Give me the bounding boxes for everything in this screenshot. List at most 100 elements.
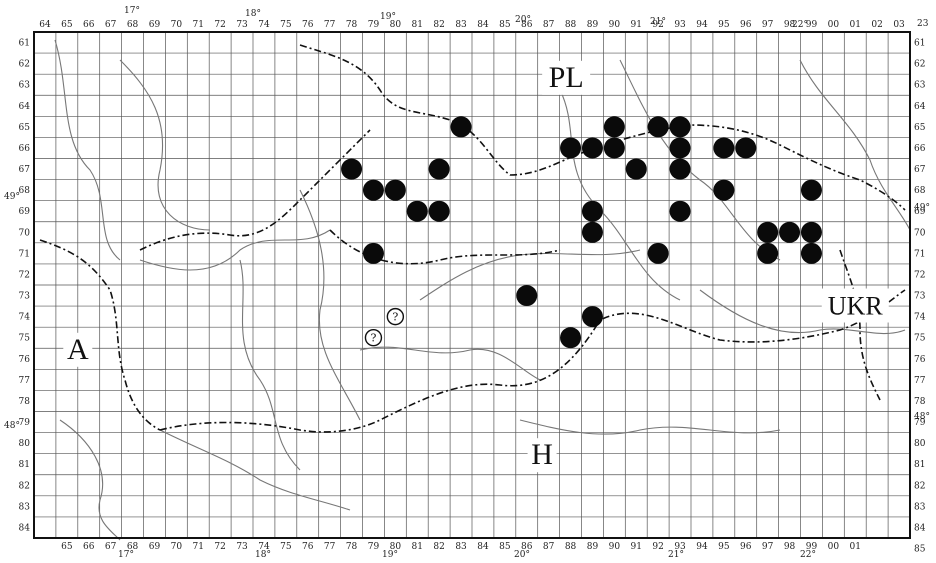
right-tick-label: 67 [914,165,926,175]
left-tick-label: 78 [19,397,31,407]
bottom-tick-label: 87 [543,542,555,552]
top-tick-label: 83 [455,20,467,30]
border-line [139,129,371,251]
left-tick-label: 76 [19,355,31,365]
top-tick-label: 64 [39,20,51,30]
left-tick-label: 73 [19,292,31,302]
bottom-tick-label: 97 [762,542,774,552]
right-tick-label: 73 [914,292,926,302]
right-tick-label: 72 [914,270,925,280]
top-tick-label: 91 [631,20,642,30]
occurrence-dot [581,137,603,159]
border-line [839,249,881,401]
left-tick-label: 79 [19,418,31,428]
top-tick-label: 02 [871,20,882,30]
occurrence-dot [341,158,363,180]
right-tick-label: 70 [914,228,926,238]
occurrence-dot [428,158,450,180]
top-tick-label: 98 [784,20,796,30]
country-label-backdrop [542,60,591,95]
bottom-tick-label: 99 [806,542,818,552]
left-tick-label: 69 [19,207,31,217]
top-tick-label: 75 [280,20,292,30]
occurrence-dot [647,242,669,264]
questionable-record-marker [364,329,383,347]
bottom-tick-label: 94 [696,542,708,552]
bottom-tick-label: 86 [521,542,533,552]
occurrence-dot [713,179,735,201]
right-tick-label: 71 [914,249,925,259]
occurrence-dot [362,242,384,264]
occurrence-dots [341,116,822,349]
right-tick-label: 84 [914,523,926,533]
top-tick-label: 67 [105,20,117,30]
top-tick-label: 79 [368,20,380,30]
country-label-h: H [531,438,553,471]
occurrence-dot [560,137,582,159]
occurrence-dot [362,179,384,201]
right-tick-label: 63 [914,81,926,91]
country-label-ukr: UKR [828,292,884,321]
top-tick-label: 92 [652,20,663,30]
top-tick-label: 87 [543,20,555,30]
right-tick-label: 85 [914,545,926,555]
border-line [159,289,906,433]
bottom-tick-label: 76 [302,542,314,552]
river-line [139,229,331,271]
bottom-tick-label: 95 [718,542,730,552]
occurrence-dot [800,179,822,201]
occurrence-dot [581,221,603,243]
country-label-backdrop [821,288,889,323]
river-line [119,59,211,231]
grid-lines [33,31,911,539]
occurrence-dot [669,137,691,159]
left-tick-label: 72 [19,270,30,280]
occurrence-dot [735,137,757,159]
country-label-pl: PL [549,61,584,94]
bottom-tick-label: 80 [390,542,402,552]
top-tick-label: 03 [893,20,905,30]
left-tick-label: 75 [19,334,31,344]
bottom-tick-label: 83 [455,542,467,552]
occurrence-dot [581,200,603,222]
occurrence-dot [669,158,691,180]
top-tick-label: 74 [258,20,270,30]
river-line [619,59,781,261]
top-tick-label: 72 [214,20,225,30]
occurrence-dot [406,200,428,222]
questionable-record-label: ? [370,332,376,345]
left-tick-label: 83 [19,502,31,512]
top-tick-label: 96 [740,20,752,30]
right-tick-label: 76 [914,355,926,365]
occurrence-dot [516,285,538,307]
degree-label-bottom-22: 22° [800,550,816,560]
right-tick-labels: 6162636465666768697071727374757677787980… [914,39,926,555]
border-line [39,239,161,431]
occurrence-dot [779,221,801,243]
occurrence-dot [581,306,603,328]
degree-label-top-18: 18° [245,9,261,19]
bottom-tick-label: 81 [412,542,423,552]
left-tick-label: 82 [19,481,30,491]
lat-label-right-49: 49° [914,203,930,213]
occurrence-dot [800,242,822,264]
bottom-tick-label: 82 [433,542,444,552]
top-tick-label: 88 [565,20,577,30]
occurrence-dot [560,327,582,349]
lat-label-left-48: 48° [4,421,20,431]
river-line [54,39,121,261]
bottom-tick-label: 98 [784,542,796,552]
occurrence-dot [450,116,472,138]
river-line [799,59,911,231]
corner-label-right-top: 23 [917,19,929,29]
right-tick-label: 62 [914,60,925,70]
occurrence-dot [428,200,450,222]
bottom-tick-label: 75 [280,542,292,552]
top-tick-label: 86 [521,20,533,30]
bottom-tick-label: 79 [368,542,380,552]
left-tick-label: 64 [19,102,31,112]
bottom-tick-label: 68 [127,542,139,552]
